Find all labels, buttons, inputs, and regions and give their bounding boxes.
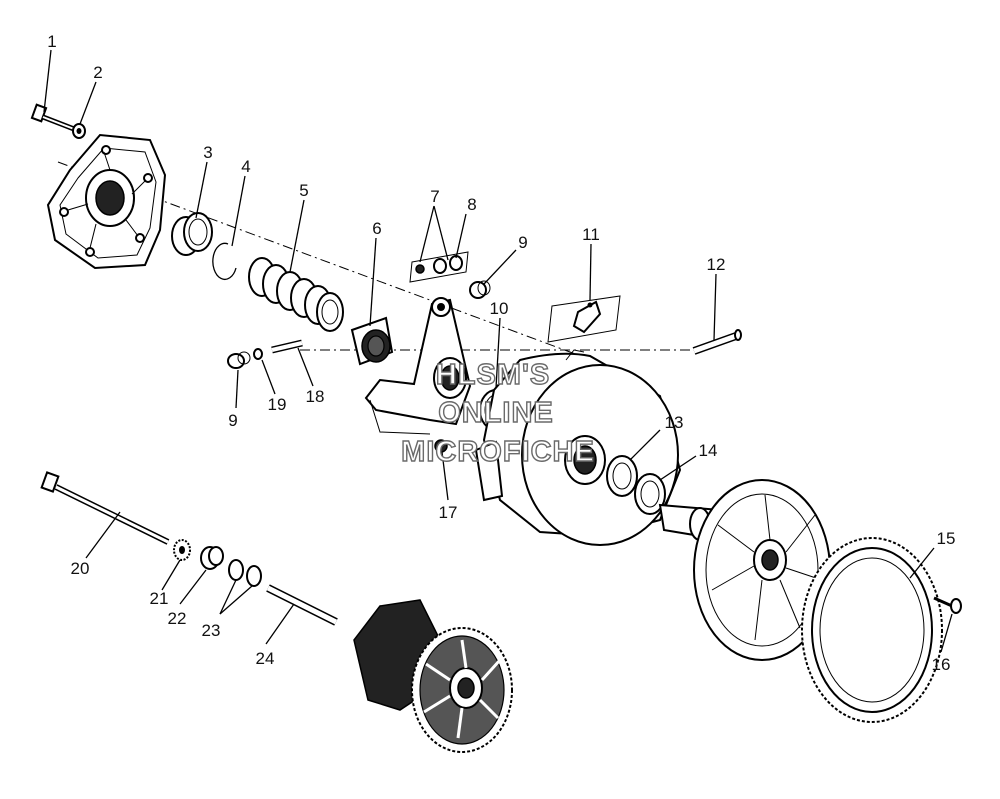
watermark-line-1: HLSM'S — [436, 359, 550, 391]
part-bolt — [30, 103, 75, 132]
watermark-line-3: MICROFICHE — [401, 436, 595, 468]
callout-3: 3 — [203, 143, 212, 162]
part-washer-ring — [606, 455, 638, 497]
part-shaft — [266, 584, 338, 626]
watermark-line-2: ONLINE — [438, 397, 554, 429]
leader-lines — [43, 49, 953, 653]
callout-2: 2 — [93, 63, 102, 82]
part-lock-washer — [173, 539, 191, 561]
part-roller-pin — [271, 339, 303, 354]
part-small-nut — [434, 439, 448, 453]
callout-22: 22 — [168, 609, 187, 628]
callout-1: 1 — [47, 32, 56, 51]
callout-5: 5 — [299, 181, 308, 200]
callout-17: 17 — [439, 503, 458, 522]
assembled-clutch — [353, 599, 513, 753]
callout-18: 18 — [306, 387, 325, 406]
callout-19: 19 — [268, 395, 287, 414]
part-weight-boxed — [547, 295, 621, 343]
part-bushing — [171, 212, 213, 256]
callout-4: 4 — [241, 157, 250, 176]
part-ring-gear — [801, 537, 943, 723]
callout-6: 6 — [372, 219, 381, 238]
part-snap-ring — [212, 242, 237, 280]
callout-14: 14 — [699, 441, 718, 460]
callout-12: 12 — [707, 255, 726, 274]
part-o-rings — [228, 559, 262, 587]
callout-9-lower: 9 — [228, 411, 237, 430]
callout-15: 15 — [937, 529, 956, 548]
callout-21: 21 — [150, 589, 169, 608]
callout-20: 20 — [71, 559, 90, 578]
part-cover-plate — [46, 133, 167, 270]
part-cap-lower — [227, 351, 251, 369]
part-screw — [933, 596, 962, 614]
part-washer — [72, 123, 86, 139]
part-long-bolt — [40, 471, 170, 545]
callout-8: 8 — [467, 195, 476, 214]
callout-16: 16 — [932, 655, 951, 674]
callout-23: 23 — [202, 621, 221, 640]
part-nut-set — [409, 251, 469, 283]
part-fixed-sheave — [658, 479, 831, 661]
callout-11: 11 — [582, 225, 600, 244]
watermark: HLSM'S ONLINE MICROFICHE — [400, 358, 595, 468]
callout-7: 7 — [430, 187, 439, 206]
part-pin — [692, 329, 742, 355]
part-cap-upper — [469, 280, 491, 299]
part-roller-bearing — [350, 316, 394, 366]
callout-9-upper: 9 — [518, 233, 527, 252]
callout-24: 24 — [256, 649, 275, 668]
part-spacer-ring — [634, 473, 666, 515]
part-flanged-bushing — [200, 546, 224, 570]
callout-labels: 1 2 3 4 5 6 7 8 9 9 10 11 12 13 14 15 16… — [47, 32, 955, 674]
part-spider-arm — [364, 297, 472, 435]
callout-10: 10 — [490, 299, 509, 318]
part-spring — [248, 257, 344, 332]
part-o-ring-small — [253, 348, 263, 360]
callout-13: 13 — [665, 413, 684, 432]
